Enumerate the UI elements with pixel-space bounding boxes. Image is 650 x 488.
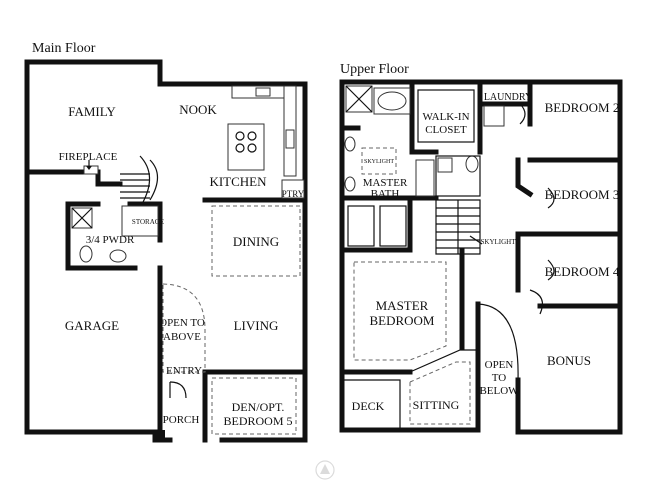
room-garage: GARAGE: [65, 318, 119, 333]
main-floor-fixtures: [71, 85, 305, 438]
room-family: FAMILY: [68, 104, 116, 119]
label-skylight-bath: SKYLIGHT: [364, 159, 394, 165]
watermark-logo: [315, 460, 335, 480]
room-nook: NOOK: [179, 102, 217, 117]
main-floor-title: Main Floor: [32, 41, 96, 56]
room-master-bedroom-2: BEDROOM: [369, 313, 434, 328]
room-powder: 3/4 PWDR: [86, 234, 135, 246]
room-den: DEN/OPT.: [232, 400, 285, 414]
label-below: BELOW: [479, 385, 519, 397]
room-bedroom2: BEDROOM 2: [545, 100, 620, 115]
room-laundry: LAUNDRY: [484, 92, 532, 103]
label-skylight-stair: SKYLIGHT: [481, 238, 517, 246]
label-to: TO: [492, 372, 507, 384]
room-bonus: BONUS: [547, 353, 591, 368]
room-dining: DINING: [233, 234, 279, 249]
upper-floor-walls: [339, 79, 623, 435]
room-kitchen: KITCHEN: [209, 174, 267, 189]
room-master-bedroom: MASTER: [376, 298, 429, 313]
upper-floor-plan: Upper Floor: [339, 62, 623, 435]
room-walkin-closet: CLOSET: [425, 124, 467, 136]
room-deck: DECK: [352, 399, 385, 413]
label-open-to: OPEN TO: [159, 317, 205, 329]
label-open: OPEN: [485, 359, 514, 371]
upper-floor-fixtures: [342, 85, 555, 430]
room-master-bath-2: BATH: [371, 188, 400, 200]
room-master-bath: MASTER: [363, 177, 408, 189]
upper-floor-title: Upper Floor: [340, 62, 409, 77]
room-sitting: SITTING: [413, 398, 460, 412]
room-walkin: WALK-IN: [422, 111, 469, 123]
room-porch: PORCH: [163, 414, 200, 426]
room-pantry: PTRY: [282, 189, 305, 199]
label-above: ABOVE: [163, 331, 201, 343]
label-fireplace: FIREPLACE: [59, 151, 118, 163]
main-floor-walls: [24, 59, 308, 443]
room-entry: ENTRY: [166, 365, 202, 377]
room-living: LIVING: [234, 318, 279, 333]
room-bedroom3: BEDROOM 3: [545, 187, 620, 202]
room-storage: STORAGE: [132, 218, 164, 226]
room-den-bedroom5: BEDROOM 5: [223, 414, 292, 428]
main-floor-plan: Main Floor: [24, 41, 308, 443]
room-bedroom4: BEDROOM 4: [545, 264, 620, 279]
